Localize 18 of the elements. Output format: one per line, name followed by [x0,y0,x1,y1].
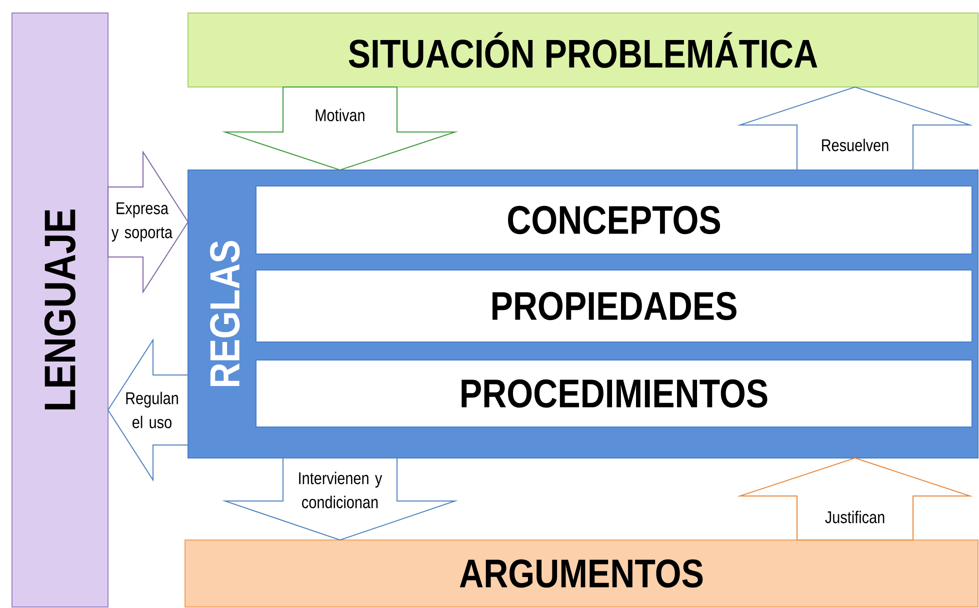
edge-label: Motivan [316,108,364,122]
block-arrow [222,458,458,541]
edge-label: Regulan el uso [126,392,178,428]
banner-box: ARGUMENTOS [184,540,979,608]
process-box: CONCEPTOS [256,186,973,254]
block-arrow [108,150,189,294]
block-arrow [107,338,188,482]
process-box: PROPIEDADES [256,270,973,342]
sidebar-band: LENGUAJE [12,12,108,608]
banner-box: SITUACIÓN PROBLEMÁTICA [188,12,979,88]
block-arrow [736,86,974,170]
process-box: PROCEDIMIENTOS [256,360,973,428]
edge-label: Resuelven [822,138,888,152]
edge-label: Justifican [825,510,884,524]
edge-label: Expresa y soporta [112,202,173,242]
edge-label: Intervienen y condicionan [299,472,382,508]
block-arrow [736,457,974,540]
block-arrow [222,86,458,171]
